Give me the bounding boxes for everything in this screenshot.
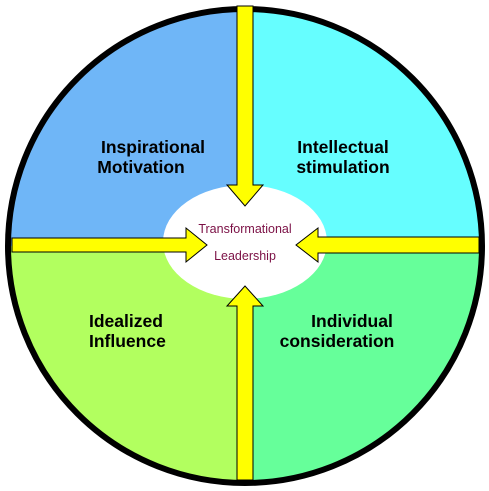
arrow-right-icon [11,226,208,264]
center-label-line2: Leadership [214,249,276,263]
center-label-line1: Transformational [198,222,291,236]
arrow-up-icon [225,285,265,481]
arrows [11,5,480,481]
label-inspirational-line2: Motivation [97,157,185,177]
center-ellipse [163,185,327,299]
arrow-left-icon [295,226,480,264]
label-idealized-line1: Idealized [89,311,163,331]
label-individual-line2: consideration [280,331,395,351]
label-intellectual-line2: stimulation [296,157,389,177]
label-intellectual-line1: Intellectual [297,137,388,157]
label-inspirational-line1: Inspirational [101,137,205,157]
label-individual-line1: Individual [311,311,393,331]
arrow-down-icon [225,5,265,207]
label-idealized-line2: Influence [89,331,166,351]
